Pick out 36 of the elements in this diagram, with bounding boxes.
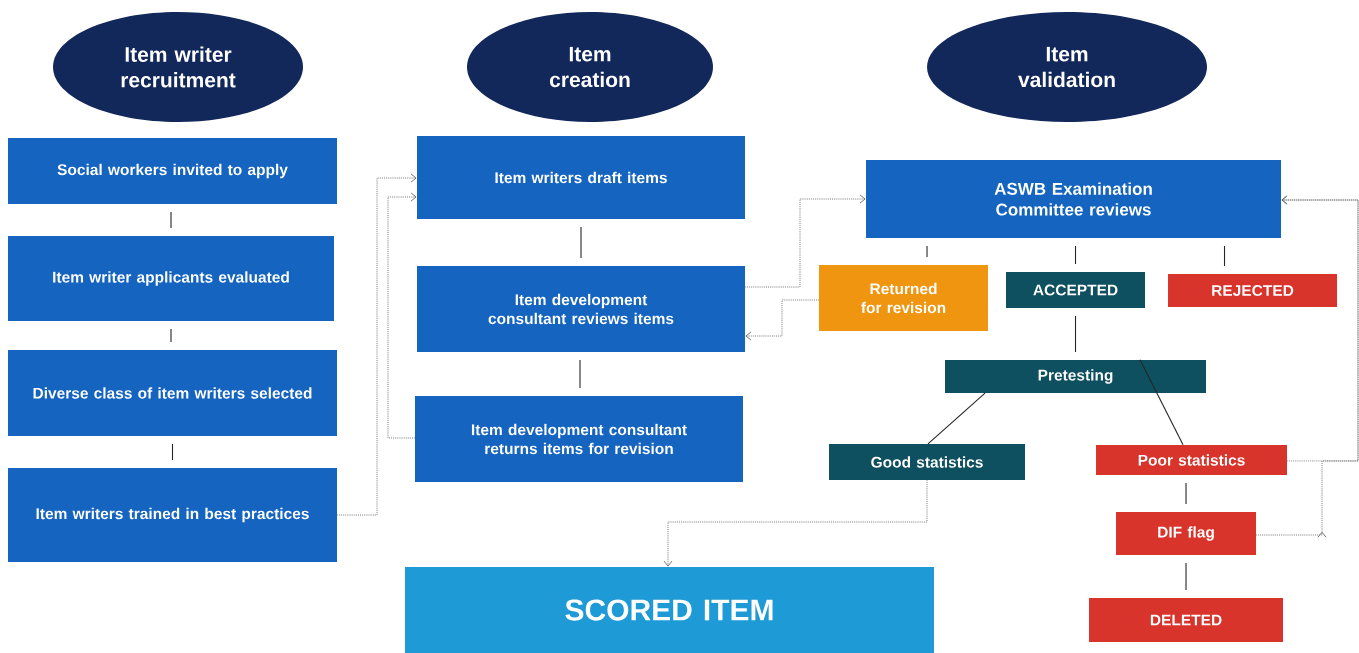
process-box: REJECTED (1168, 274, 1337, 307)
process-box: Poor statistics (1096, 445, 1287, 475)
process-box: Item development consultant reviews items (417, 266, 745, 352)
arrow (387, 192, 417, 439)
connector-line (1223, 245, 1226, 267)
process-box: Item writers trained in best practices (8, 468, 337, 562)
process-box: ASWB Examination Committee reviews (866, 160, 1281, 238)
connector-line (171, 443, 174, 461)
process-box: DIF flag (1116, 512, 1256, 555)
process-box: Returned for revision (819, 265, 988, 331)
process-box: SCORED ITEM (405, 567, 934, 653)
connector-line (927, 392, 986, 445)
connector-line (579, 359, 581, 389)
connector-line (170, 211, 172, 229)
process-box: Pretesting (945, 360, 1206, 393)
connector-line (1074, 245, 1077, 265)
arrow (663, 479, 928, 567)
connector-line (1185, 482, 1187, 505)
process-box: Diverse class of item writers selected (8, 350, 337, 436)
connector-line (1185, 562, 1187, 591)
arrow (1255, 195, 1359, 538)
process-box: Good statistics (829, 444, 1025, 480)
process-box: Item writers draft items (417, 136, 745, 219)
arrow (336, 173, 417, 516)
connector-line (580, 226, 582, 259)
arrow (745, 299, 820, 341)
process-box: Item development consultant returns items for revision (415, 396, 743, 482)
process-box: Social workers invited to apply (8, 138, 337, 204)
connector-line (926, 245, 928, 258)
connector-line (1139, 359, 1184, 446)
connector-line (170, 328, 172, 343)
process-box: Item writer applicants evaluated (8, 236, 334, 321)
arrow (744, 194, 866, 288)
process-box: ACCEPTED (1006, 272, 1145, 308)
connector-line (1074, 315, 1077, 353)
process-box: DELETED (1089, 598, 1283, 642)
